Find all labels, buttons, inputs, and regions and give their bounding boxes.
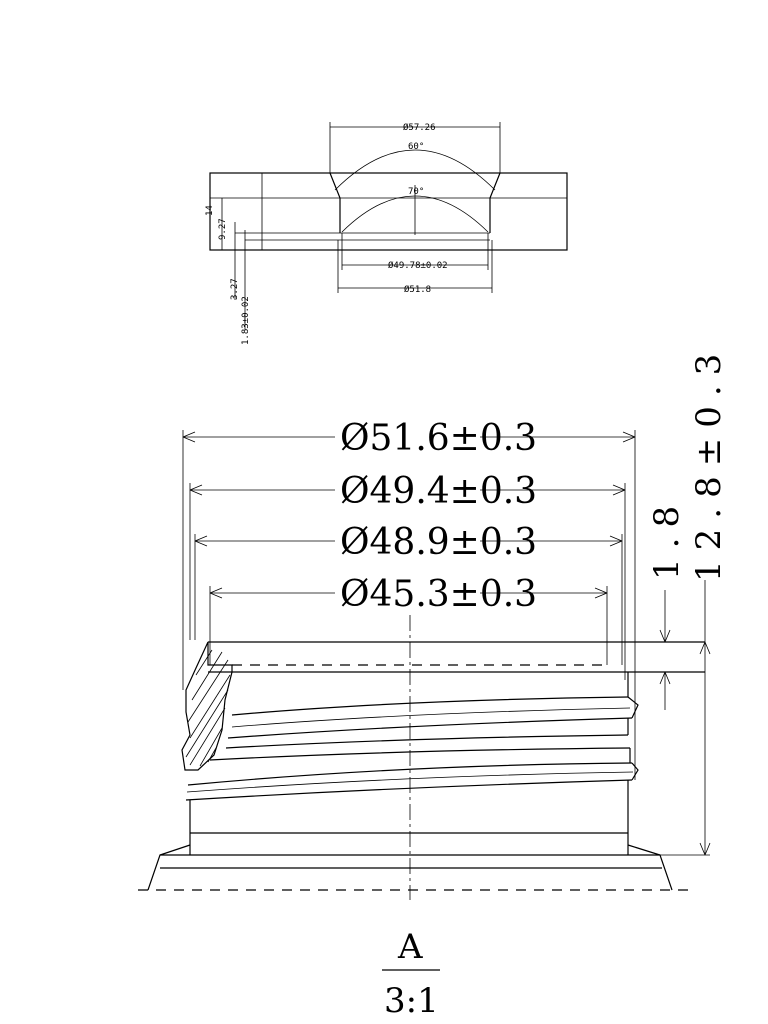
dim-d4: Ø45.3±0.3 bbox=[340, 574, 537, 615]
dim-lip-height-group: 1.8 bbox=[647, 496, 687, 710]
cone-left bbox=[329, 172, 341, 233]
dim-d2: Ø49.4±0.3 bbox=[340, 471, 537, 512]
dim-depth: 9.27 bbox=[218, 218, 228, 240]
dim-step: 3.27 bbox=[230, 278, 240, 300]
dim-total-height: 12.8±0.3 bbox=[689, 344, 729, 582]
thread-profile bbox=[185, 672, 639, 801]
dim-lip-height: 1.8 bbox=[647, 496, 687, 580]
cone-right bbox=[489, 172, 501, 233]
dim-inner-diameter: Ø49.78±0.02 bbox=[388, 260, 448, 271]
dim-height: 14 bbox=[205, 205, 215, 216]
dim-lip: 1.83±0.02 bbox=[241, 296, 251, 345]
dim-d1: Ø51.6±0.3 bbox=[340, 418, 537, 459]
dim-d2-group: Ø49.4±0.3 bbox=[189, 471, 626, 680]
dim-d3: Ø48.9±0.3 bbox=[340, 522, 537, 563]
section-scale: 3:1 bbox=[384, 981, 439, 1021]
dim-d1-group: Ø51.6±0.3 bbox=[182, 418, 636, 780]
angle-top: 60° bbox=[408, 142, 424, 152]
section-label: A 3:1 bbox=[382, 927, 440, 1021]
detail-section-view: Ø51.6±0.3 Ø49.4±0.3 Ø48.9±0.3 bbox=[138, 344, 729, 900]
flange-left bbox=[147, 844, 191, 891]
dim-d4-group: Ø45.3±0.3 bbox=[209, 574, 608, 665]
angle-mid: 70° bbox=[408, 187, 424, 197]
body-outline bbox=[209, 172, 568, 251]
top-section-view: Ø57.26 60° 70° Ø49.78±0.02 Ø51.8 14 9.27… bbox=[205, 122, 568, 345]
dim-total-height-group: 12.8±0.3 bbox=[628, 344, 729, 856]
dim-outer-diameter: Ø51.8 bbox=[404, 284, 431, 295]
hatch-lines bbox=[185, 649, 231, 767]
hatched-section bbox=[181, 641, 233, 771]
section-name: A bbox=[397, 927, 423, 967]
dim-d3-group: Ø48.9±0.3 bbox=[194, 522, 623, 665]
dim-top-diameter: Ø57.26 bbox=[403, 122, 436, 133]
arc-60 bbox=[334, 149, 496, 191]
